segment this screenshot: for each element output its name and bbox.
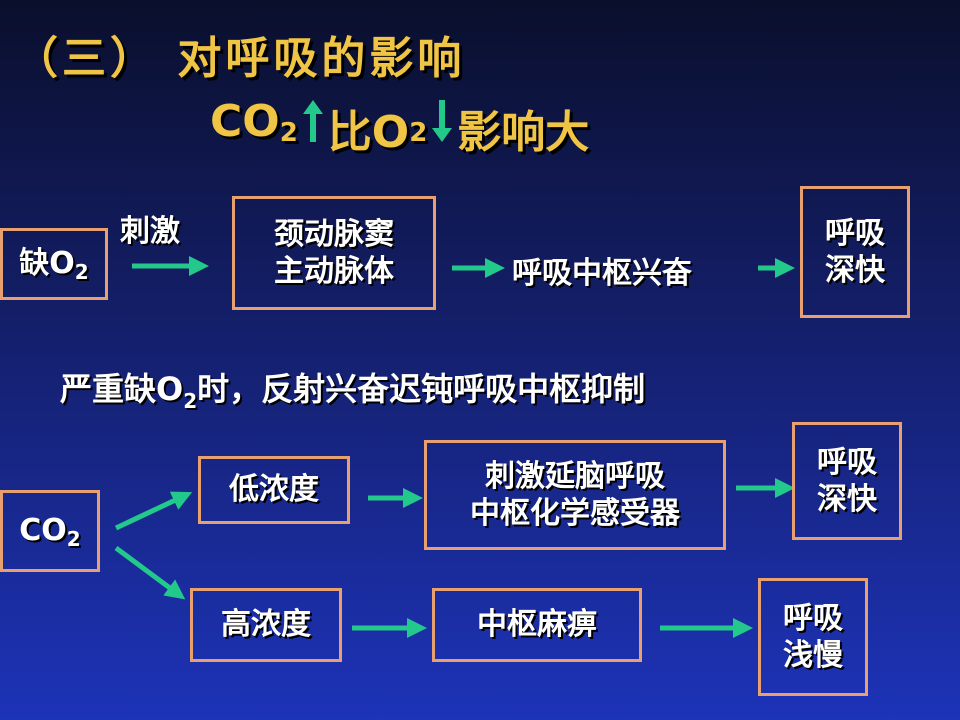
center-paralysis-box: 中枢麻痹 <box>432 588 642 662</box>
high-result-line1: 呼吸 <box>783 600 843 636</box>
down-arrow-icon <box>432 100 453 142</box>
low-concentration-box: 低浓度 <box>198 456 350 524</box>
o2-result-line1: 呼吸 <box>825 215 885 251</box>
arrow-co2-to-low <box>114 491 193 531</box>
high-result-box: 呼吸 浅慢 <box>758 578 868 696</box>
o2-source-sub: 2 <box>74 259 89 284</box>
effect-line2: 中枢化学感受器 <box>470 496 680 531</box>
co2-source-box: CO 2 <box>0 490 100 572</box>
o2-result-box: 呼吸 深快 <box>800 186 910 318</box>
stimulus-label: 刺激 <box>120 214 180 249</box>
o2-result-line2: 深快 <box>825 253 885 288</box>
co2-source-main: CO <box>19 513 67 549</box>
low-result-line1: 呼吸 <box>817 444 877 480</box>
receptors-box: 颈动脉窦 主动脉体 <box>232 196 436 310</box>
up-arrow-icon <box>302 100 323 142</box>
subtitle-bi-o: 比O <box>327 107 410 158</box>
co2-source-sub: 2 <box>66 526 81 551</box>
o2-source-main: 缺O <box>19 246 75 282</box>
subtitle-effect: 影响大 <box>457 107 590 158</box>
arrow-co2-to-high <box>114 545 186 600</box>
slide-subtitle: CO 2 比O 2 影响大 <box>210 96 589 160</box>
subtitle-co: CO <box>210 96 280 147</box>
high-result-line2: 浅慢 <box>783 638 843 673</box>
note-part1: 严重缺O <box>60 370 184 408</box>
subtitle-co-sub: 2 <box>279 118 298 148</box>
low-result-box: 呼吸 深快 <box>792 422 902 540</box>
severe-hypoxia-note: 严重缺O2时，反射兴奋迟钝呼吸中枢抑制 <box>60 364 646 413</box>
medullary-chemoreceptor-box: 刺激延脑呼吸 中枢化学感受器 <box>424 440 726 550</box>
o2-source-box: 缺O 2 <box>0 228 108 300</box>
receptor-aortic: 主动脉体 <box>274 254 394 289</box>
receptor-carotid: 颈动脉窦 <box>274 216 394 252</box>
high-concentration-box: 高浓度 <box>190 588 342 662</box>
effect-line1: 刺激延脑呼吸 <box>485 458 665 494</box>
subtitle-o-sub: 2 <box>409 118 428 148</box>
note-part2: 时，反射兴奋迟钝呼吸中枢抑制 <box>197 370 646 408</box>
slide-title: （三） 对呼吸的影响 <box>14 33 466 84</box>
low-result-line2: 深快 <box>817 482 877 517</box>
note-sub: 2 <box>183 389 198 413</box>
center-excited-label: 呼吸中枢兴奋 <box>512 256 692 291</box>
